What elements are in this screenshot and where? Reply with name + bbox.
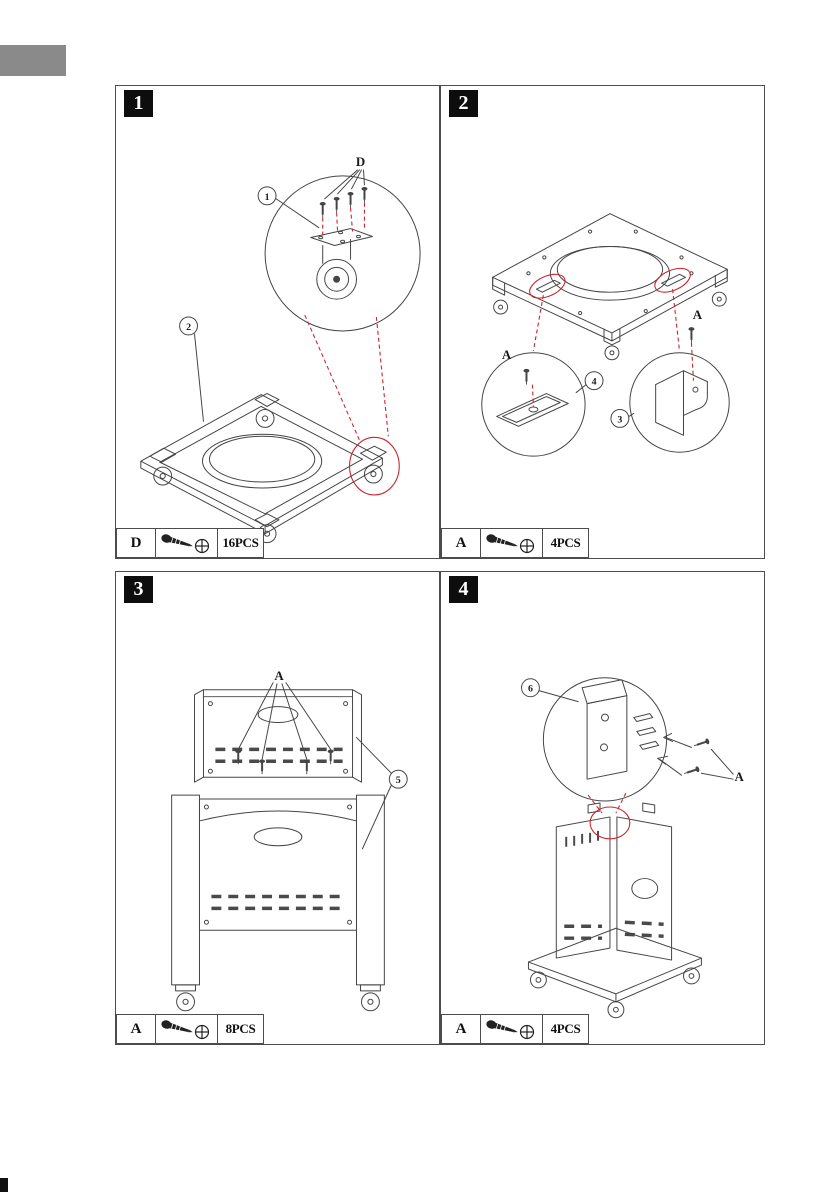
phillips-screw-icon	[156, 528, 218, 558]
screw-label-right: A	[693, 307, 703, 322]
step-3-illustration: A	[171, 668, 408, 1012]
step-panel-3: 3	[115, 571, 440, 1045]
step-number-badge: 1	[124, 90, 153, 117]
caster-base-frame	[140, 393, 387, 544]
highlight-ellipse-left	[529, 273, 566, 299]
highlight-circle	[589, 806, 631, 840]
step-panel-4: 4 6	[440, 571, 765, 1045]
phillips-screw-icon	[481, 1014, 543, 1044]
hardware-count: 4PCS	[543, 528, 589, 558]
hardware-letter: D	[116, 528, 156, 558]
step-number-badge: 2	[449, 90, 478, 117]
back-panel	[194, 689, 362, 783]
page-edge-tab	[0, 45, 66, 76]
hardware-count: 4PCS	[543, 1014, 589, 1044]
screw-group-label: A	[734, 769, 744, 784]
step-number-badge: 3	[124, 576, 153, 603]
step-2-illustration: A A 4	[481, 213, 730, 457]
callout-3: 3	[610, 408, 635, 428]
callout-4: 4	[575, 371, 604, 394]
step-1-illustration: D 1	[140, 154, 421, 544]
hardware-count: 8PCS	[218, 1014, 264, 1044]
step-number-badge: 4	[449, 576, 478, 603]
step-4-illustration: 6 A	[521, 677, 744, 1019]
detail-circle-caster	[264, 175, 421, 332]
hardware-legend: A	[441, 528, 589, 558]
screw-group-label: D	[356, 154, 365, 169]
highlight-ellipse-right	[654, 267, 691, 293]
page-corner-mark	[0, 1178, 8, 1192]
callout-5: 5	[356, 736, 408, 850]
cart-stand	[527, 802, 702, 1019]
assembly-steps-grid: 1	[115, 85, 765, 1045]
svg-text:5: 5	[396, 775, 401, 786]
callout-2: 2	[179, 316, 204, 422]
detail-circle-corner-tab	[629, 352, 730, 453]
detail-circle-bracket: A	[481, 347, 586, 457]
detail-circle-bracket	[542, 677, 668, 802]
hardware-legend: A	[441, 1014, 589, 1044]
callout-6: 6	[521, 678, 579, 703]
screw-label-left: A	[502, 347, 512, 362]
hardware-count: 16PCS	[218, 528, 264, 558]
svg-text:4: 4	[592, 377, 597, 388]
highlight-ellipse	[349, 436, 400, 496]
hardware-legend: A	[116, 1014, 264, 1044]
hardware-letter: A	[441, 528, 481, 558]
svg-text:6: 6	[528, 684, 533, 695]
step-panel-2: 2	[440, 85, 765, 559]
svg-text:1: 1	[265, 192, 270, 203]
callout-1: 1	[257, 186, 320, 229]
hardware-letter: A	[116, 1014, 156, 1044]
svg-text:2: 2	[186, 322, 191, 333]
front-panel-assembly	[171, 794, 385, 1012]
hardware-letter: A	[441, 1014, 481, 1044]
phillips-screw-icon	[481, 528, 543, 558]
step-panel-1: 1	[115, 85, 440, 559]
screw-group-label: A	[274, 668, 284, 683]
top-board	[492, 213, 728, 361]
svg-text:3: 3	[617, 414, 622, 425]
hardware-legend: D	[116, 528, 264, 558]
phillips-screw-icon	[156, 1014, 218, 1044]
